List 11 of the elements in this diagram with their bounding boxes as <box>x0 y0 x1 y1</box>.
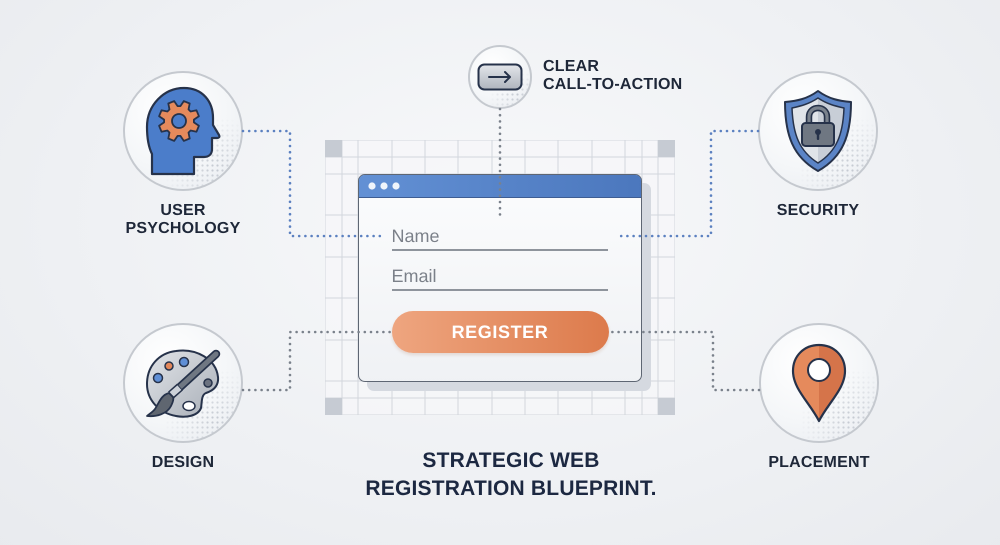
title: STRATEGIC WEB REGISTRATION BLUEPRINT. <box>364 448 658 502</box>
browser-window <box>358 174 642 382</box>
connector-line <box>242 330 393 392</box>
node-label: DESIGN <box>152 454 214 472</box>
input-field: Name <box>384 220 616 250</box>
input-field: Email <box>384 260 616 290</box>
node-label: PLACEMENT <box>768 454 870 472</box>
submit-button: REGISTER <box>392 310 608 352</box>
node-label: SECURITY <box>776 202 860 220</box>
node-label: USER PSYCHOLOGY <box>124 202 242 238</box>
node-label: CLEAR CALL-TO-ACTION <box>543 58 684 94</box>
